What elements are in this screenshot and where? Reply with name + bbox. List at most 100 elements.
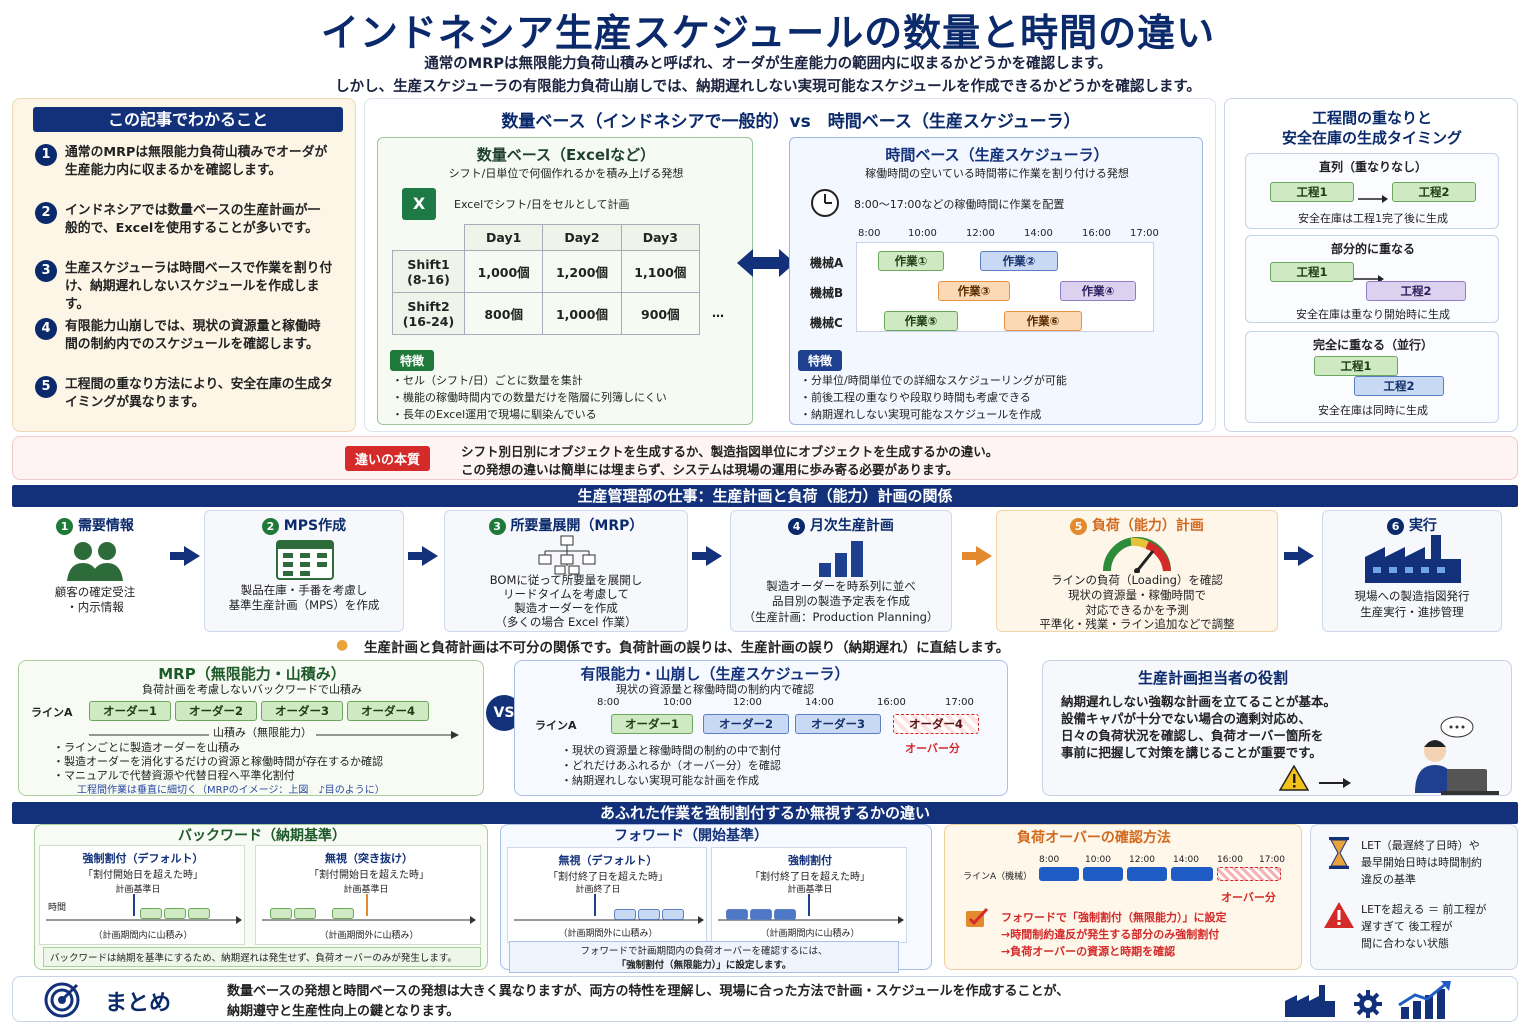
factory-icon: [1361, 533, 1465, 585]
overlap-title-1: 工程間の重なりと: [1311, 109, 1432, 127]
growth-chart-icon: [1397, 979, 1453, 1021]
page-title: インドネシア生産スケジュールの数量と時間の違い: [320, 11, 1216, 55]
mode-rule: 「割付終了日を超えた時」: [548, 872, 668, 883]
compare-panel: 数量ベース（インドネシアで一般的）vs 時間ベース（生産スケジューラ） 数量ベー…: [364, 98, 1216, 432]
step-desc: ・内示情報: [66, 600, 124, 614]
gear-icon: [1353, 989, 1383, 1019]
process-bar: 工程2: [1366, 281, 1466, 301]
essence-line-2: この発想の違いは簡単には埋まらず、システムは現場の運用に歩み寄る必要があります。: [461, 462, 959, 477]
num-badge: 5: [1070, 518, 1088, 535]
mrp-foot: 工程間作業は垂直に細切く（MRPのイメージ：上図 ♪目のように）: [77, 785, 385, 796]
load-block: [1171, 867, 1213, 881]
step-desc: 品目別の製造予定表を作成: [772, 594, 910, 608]
base-label: 計画基準日: [115, 885, 161, 895]
job-block: [726, 909, 748, 920]
excel-icon: X: [402, 188, 436, 220]
force-header: あふれた作業を強制割付するか無視するかの違い: [12, 802, 1518, 824]
qty-box: 数量ベース（Excelなど） シフト/日単位で何個作れるかを積み上げる発想 X …: [377, 137, 753, 425]
mode-note: （計画期間内に山積み）: [93, 931, 193, 941]
qty-desc: シフト/日単位で何個作れるかを積み上げる発想: [448, 167, 684, 180]
flow-header: 生産管理部の仕事：生産計画と負荷（能力）計画の関係: [12, 485, 1518, 507]
base-marker: [808, 894, 810, 916]
process-bar: 工程2: [1392, 182, 1476, 202]
check-step: →負荷オーバーの資源と時期を確認: [1001, 945, 1176, 958]
summary-line-2: 納期遵守と生産性向上の鍵となります。: [227, 1004, 460, 1019]
num-badge: 2: [35, 202, 57, 224]
learn-text: 工程間の重なり方法により、安全在庫の生成タイミングが異なります。: [65, 377, 333, 410]
target-icon: [43, 981, 81, 1019]
overlap-panel: 工程間の重なりと 安全在庫の生成タイミング 直列（重なりなし） 工程1 工程2 …: [1224, 98, 1518, 432]
case-name: 直列（重なりなし）: [1318, 160, 1427, 174]
backward-foot: バックワードは納期を基準にするため、納期遅れは発生せず、負荷オーバーのみが発生し…: [43, 947, 481, 967]
overlap-case: 直列（重なりなし） 工程1 工程2 安全在庫は工程1完了後に生成: [1245, 153, 1499, 229]
tick: 17:00: [1259, 855, 1285, 865]
flow-note: 生産計画と負荷計画は不可分の関係です。負荷計画の誤りは、生産計画の誤り（納期遅れ…: [364, 640, 1010, 656]
num-badge: 1: [35, 144, 57, 166]
tick: 14:00: [805, 697, 834, 708]
step-5: 5 負荷（能力）計画 ラインの負荷（Loading）を確認 現状の資源量・稼働時…: [996, 510, 1278, 632]
row-header: Shift1(8-16): [392, 250, 465, 293]
let-text: 遅すぎて 後工程が: [1361, 920, 1453, 933]
base-label: 計画基準日: [787, 885, 833, 895]
time-desc: 稼働時間の空いている時間帯に作業を割り付ける発想: [865, 167, 1129, 180]
step-title-text: 所要量展開（MRP）: [510, 518, 644, 534]
double-arrow-icon: [737, 249, 795, 277]
essence-label: 違いの本質: [345, 446, 431, 471]
finite-point: ・現状の資源量と稼働時間の制約の中で割付: [561, 744, 781, 757]
mode-note: （計画期間内に山積み）: [760, 929, 860, 939]
job-bar: 作業①: [878, 251, 944, 271]
mode-rule: 「割付開始日を超えた時」: [309, 870, 429, 881]
mrp-point: ・マニュアルで代替資源や代替日程へ平準化割付: [53, 769, 295, 782]
order-bar: オーダー1: [611, 714, 693, 734]
cell: 900個: [620, 292, 701, 335]
cell: 1,000個: [463, 250, 544, 293]
process-bar: 工程1: [1270, 182, 1354, 202]
mode-name: 無視（突き抜け）: [325, 852, 413, 865]
step-desc: 平準化・残業・ライン追加などで調整: [1039, 617, 1235, 631]
col-header: Day2: [542, 224, 622, 251]
excel-note: Excelでシフト/日をセルとして計画: [454, 198, 630, 211]
bw-right: 無視（突き抜け） 「割付開始日を超えた時」 計画基準日 （計画期間外に山積み）: [255, 845, 481, 945]
load-block: [1127, 867, 1167, 881]
mrp-desc: 負荷計画を考慮しないバックワードで山積み: [142, 683, 362, 696]
mode-note: （計画期間外に山積み）: [558, 929, 658, 939]
load-block-over: [1217, 867, 1281, 881]
tick: 12:00: [1129, 855, 1155, 865]
machine-label: 機械C: [810, 316, 843, 330]
overlap-case: 完全に重なる（並行） 工程1 工程2 安全在庫は同時に生成: [1245, 331, 1499, 423]
num-badge: 6: [1387, 518, 1405, 535]
step-desc: 顧客の確定受注: [54, 585, 136, 599]
time-point: ・分単位/時間単位での詳細なスケジューリングが可能: [800, 374, 1067, 387]
essence-line-1: シフト別日別にオブジェクトを生成するか、製造指図単位にオブジェクトを生成するかの…: [461, 444, 999, 459]
order-bar: オーダー4: [347, 701, 429, 721]
job-bar: 作業③: [938, 281, 1010, 301]
step-title-text: 月次生産計画: [809, 518, 894, 534]
step-6: 6 実行 現場への製造指図発行 生産実行・進捗管理: [1322, 510, 1502, 632]
overlap-title-2: 安全在庫の生成タイミング: [1281, 129, 1462, 147]
job-bar: 作業④: [1060, 281, 1136, 301]
arrow-right-icon: [170, 546, 200, 566]
check-title: 負荷オーバーの確認方法: [1017, 830, 1171, 846]
warning-red-icon: [1323, 901, 1355, 929]
arrow-label: 山積み（無限能力）: [209, 724, 316, 740]
qty-point: ・機能の稼働時間内での数量だけを階層に列簿しにくい: [392, 391, 667, 404]
arrow-right-icon: [1354, 268, 1384, 283]
job-block: [662, 909, 684, 920]
checklist-icon: [965, 907, 989, 929]
step-desc: ラインの負荷（Loading）を確認: [1051, 573, 1223, 587]
tick: 17:00: [1130, 228, 1159, 239]
clock-note: 8:00〜17:00などの稼働時間に作業を配置: [854, 198, 1065, 211]
mrp-point: ・ラインごとに製造オーダーを山積み: [53, 741, 240, 754]
job-block: [164, 908, 186, 919]
num-badge: 3: [488, 518, 506, 535]
base-label: 計画終了日: [575, 885, 621, 895]
summary-title: まとめ: [105, 991, 172, 1016]
over-label: オーバー分: [1221, 891, 1276, 904]
timeline-axis: [46, 910, 242, 924]
row-sub: (8-16): [407, 271, 450, 287]
step-1: 1 需要情報 顧客の確定受注 ・内示情報: [20, 510, 170, 632]
step-title-text: 需要情報: [77, 518, 134, 534]
timeline-axis: [262, 910, 476, 924]
bom-tree-icon: [537, 535, 597, 575]
